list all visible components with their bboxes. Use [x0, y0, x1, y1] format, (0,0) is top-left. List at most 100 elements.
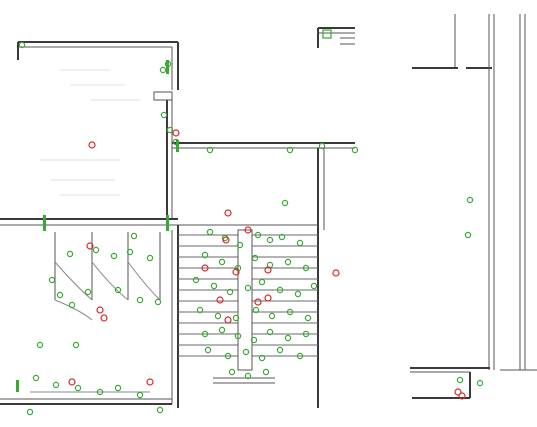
detection-marker: [296, 352, 304, 360]
highlight-marker: [224, 316, 232, 324]
detection-marker: [254, 231, 262, 239]
detection-marker: [294, 290, 302, 298]
detection-marker: [252, 306, 260, 314]
detection-marker: [226, 288, 234, 296]
detection-marker: [232, 314, 240, 322]
detection-marker: [206, 228, 214, 236]
detection-marker: [456, 376, 464, 384]
detection-marker: [196, 306, 204, 314]
highlight-marker: [172, 129, 180, 137]
detection-marker: [114, 286, 122, 294]
detection-marker: [281, 199, 289, 207]
detection-marker: [234, 332, 242, 340]
detection-marker: [96, 388, 104, 396]
detection-marker: [201, 251, 209, 259]
highlight-markers: [68, 129, 466, 400]
detection-marker: [236, 241, 244, 249]
detection-marker: [258, 354, 266, 362]
detection-marker: [310, 282, 318, 290]
detection-marker: [286, 308, 294, 316]
highlight-marker: [454, 388, 462, 396]
highlight-marker: [332, 269, 340, 277]
detection-marker: [52, 381, 60, 389]
highlight-marker: [201, 264, 209, 272]
detection-marker: [66, 250, 74, 258]
detection-marker: [244, 284, 252, 292]
highlight-marker: [264, 266, 272, 274]
detection-marker: [18, 41, 26, 49]
detection-marker: [262, 368, 270, 376]
highlight-marker: [222, 236, 230, 244]
highlight-marker: [264, 294, 272, 302]
detection-marker: [192, 276, 200, 284]
detection-marker: [302, 264, 310, 272]
detection-marker: [206, 146, 214, 154]
detection-marker: [48, 276, 56, 284]
detection-marker: [214, 312, 222, 320]
detection-marker: [114, 384, 122, 392]
top-right-fixture: [317, 27, 355, 48]
detection-marker: [204, 346, 212, 354]
detection-marker: [266, 328, 274, 336]
detection-marker: [218, 326, 226, 334]
highlight-marker: [86, 242, 94, 250]
detection-marker: [166, 126, 174, 134]
highlight-marker: [232, 268, 240, 276]
detection-marker: [72, 341, 80, 349]
detection-marker: [74, 384, 82, 392]
detection-marker: [242, 348, 250, 356]
left-room-walls: [0, 41, 179, 408]
detection-marker: [296, 239, 304, 247]
highlight-marker: [244, 226, 252, 234]
right-corridor-walls: [410, 14, 537, 399]
detection-marker: [244, 372, 252, 380]
detection-marker: [284, 258, 292, 266]
detection-marker: [154, 298, 162, 306]
detection-marker: [146, 254, 154, 262]
highlight-marker: [68, 378, 76, 386]
toilet-stall-partitions: [30, 232, 161, 393]
detection-marker: [286, 146, 294, 154]
detection-marker: [136, 296, 144, 304]
detection-markers: [18, 41, 484, 416]
detection-marker: [210, 282, 218, 290]
stair-center-rail: [213, 229, 275, 384]
detection-marker: [476, 379, 484, 387]
detection-marker: [276, 346, 284, 354]
detection-marker: [36, 341, 44, 349]
stair-treads: [178, 234, 318, 357]
detection-marker: [110, 252, 118, 260]
highlight-marker: [96, 306, 104, 314]
detection-marker: [68, 301, 76, 309]
highlight-marker: [100, 314, 108, 322]
detection-marker: [466, 196, 474, 204]
detection-marker: [351, 146, 359, 154]
detection-marker: [201, 330, 209, 338]
detection-marker: [218, 258, 226, 266]
detection-marker: [278, 233, 286, 241]
highlight-marker: [146, 378, 154, 386]
highlight-marker: [224, 209, 232, 217]
detection-marker: [251, 254, 259, 262]
detection-marker: [126, 248, 134, 256]
highlight-marker: [254, 298, 262, 306]
detection-marker: [250, 336, 258, 344]
detection-marker: [224, 352, 232, 360]
faint-room-hatching: [40, 69, 140, 196]
detection-marker: [84, 288, 92, 296]
detection-marker: [32, 374, 40, 382]
detection-marker: [228, 368, 236, 376]
detection-marker: [284, 334, 292, 342]
detection-marker: [56, 291, 64, 299]
highlight-marker: [458, 392, 466, 400]
detection-marker: [234, 264, 242, 272]
detection-marker: [159, 66, 167, 74]
highlight-marker: [88, 141, 96, 149]
stairwell-walls: [172, 142, 355, 408]
detection-marker: [464, 231, 472, 239]
detection-marker: [304, 314, 312, 322]
detection-marker: [156, 406, 164, 414]
detection-marker: [266, 236, 274, 244]
detection-marker: [160, 111, 168, 119]
